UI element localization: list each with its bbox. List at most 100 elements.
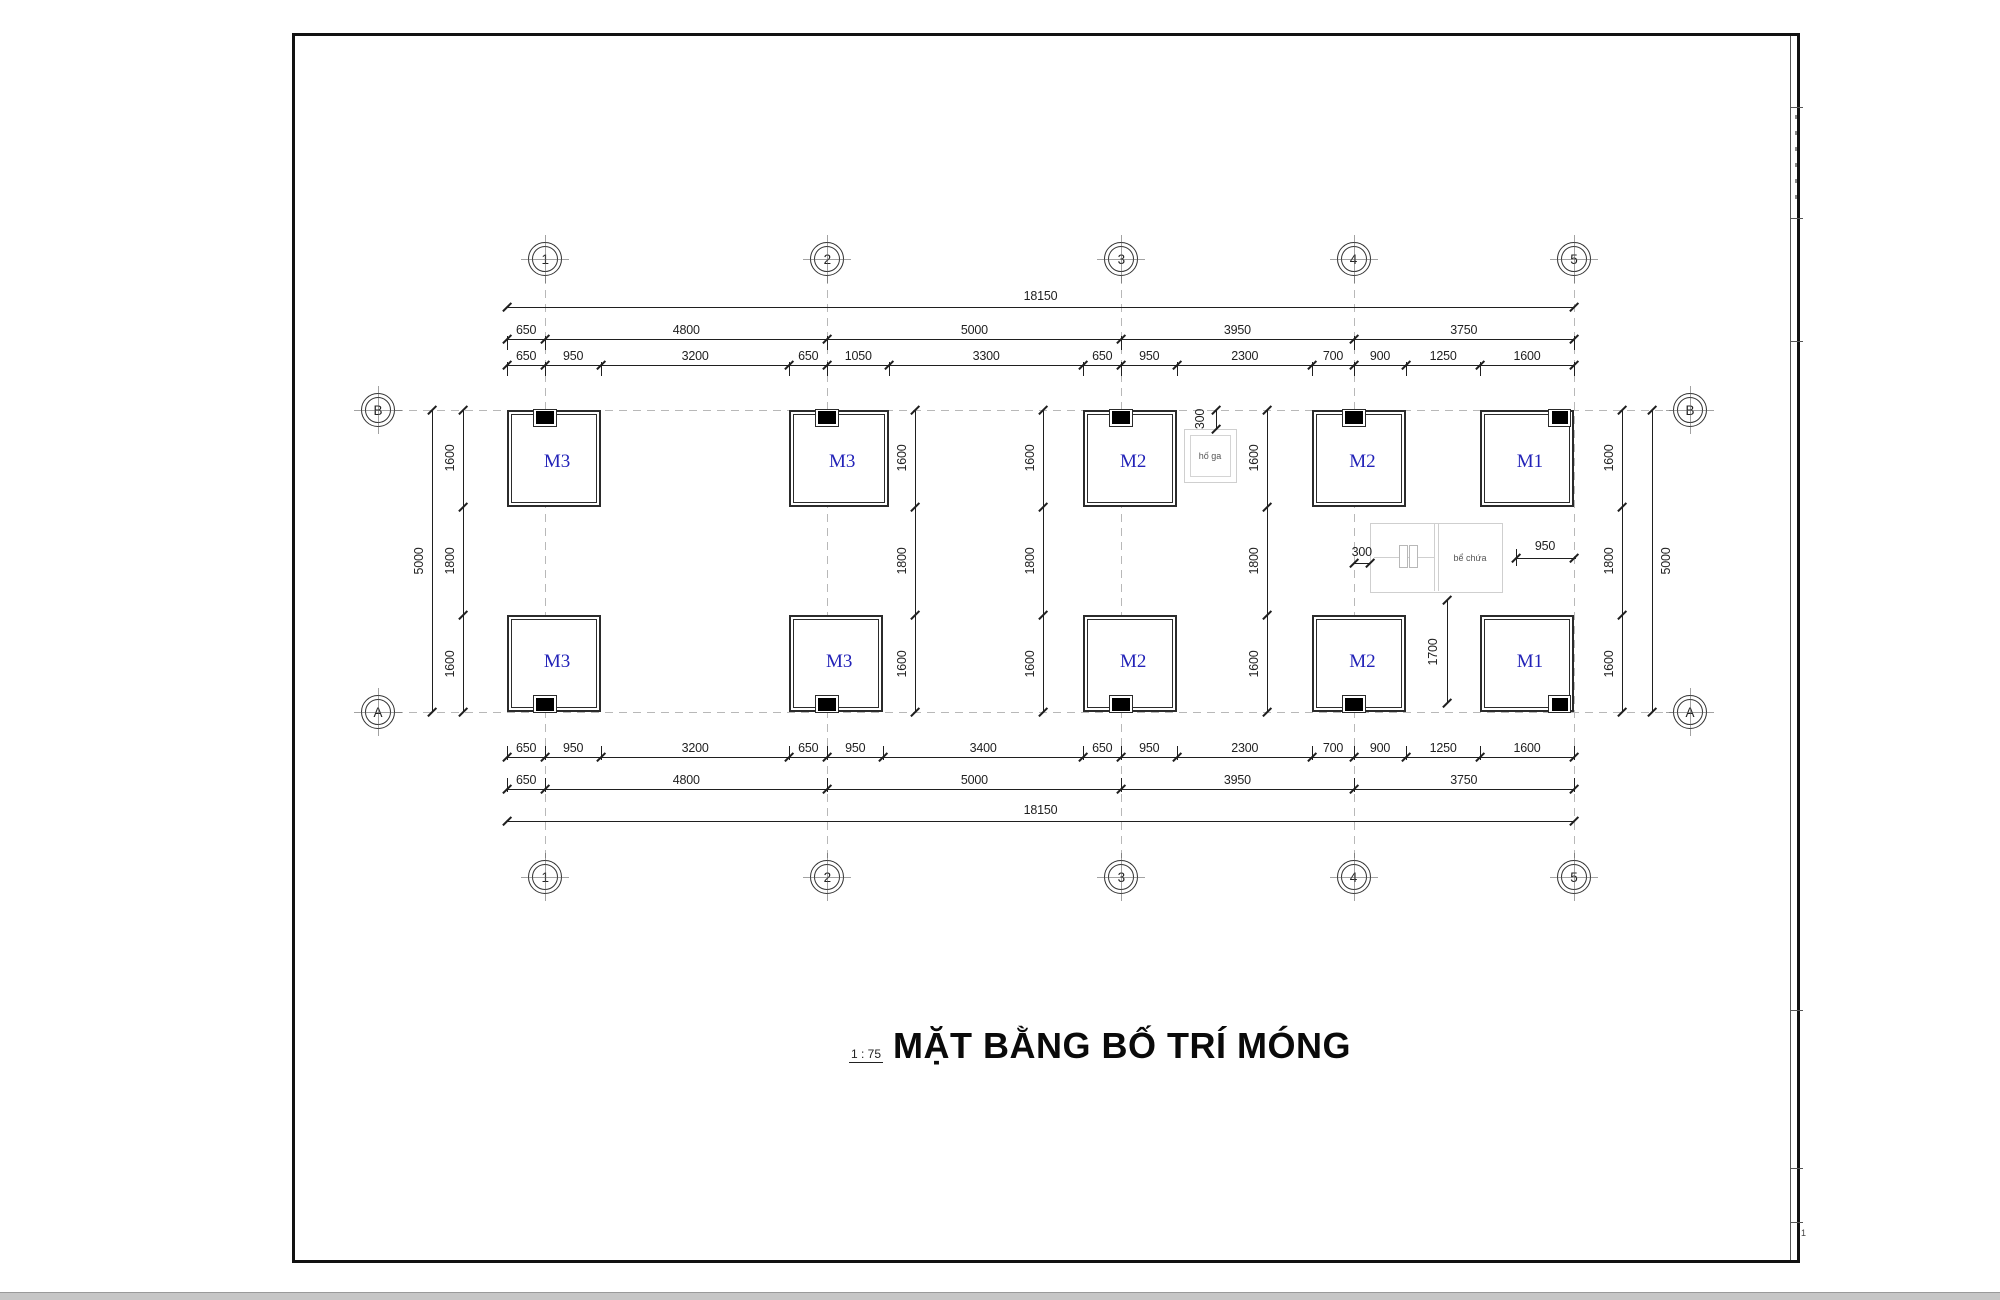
- footing-label: M2: [1119, 451, 1147, 472]
- edge-tick: [1790, 1168, 1803, 1169]
- dim-extension: [545, 778, 547, 792]
- dim-extension: [1479, 362, 1481, 376]
- dim-extension: [827, 362, 829, 376]
- dim-extension: [1353, 336, 1355, 350]
- grid-bubble-right-A-crosshair-v: [1690, 688, 1691, 736]
- grid-bubble-bottom-4-crosshair-v: [1353, 853, 1355, 901]
- column-stub: [1112, 411, 1131, 424]
- dim-line: [1216, 410, 1217, 429]
- dim-extension: [507, 336, 508, 350]
- dim-label: 3950: [1223, 322, 1251, 337]
- dim-label: 1050: [844, 348, 872, 363]
- dim-line: [463, 410, 464, 712]
- dim-label: 950: [1139, 740, 1160, 755]
- dim-extension: [827, 336, 829, 350]
- dim-extension: [545, 362, 547, 376]
- dim-line: [432, 410, 433, 712]
- dim-extension: [1083, 362, 1085, 376]
- dim-line: [1622, 410, 1623, 712]
- page-bottom-band: [0, 1292, 2000, 1300]
- dim-extension: [827, 746, 829, 760]
- dim-extension: [601, 362, 603, 376]
- tank-label: bể chứa: [1453, 553, 1487, 563]
- column-stub: [1112, 698, 1131, 711]
- dim-label: 1600: [894, 650, 909, 678]
- dim-label: 18150: [1023, 802, 1058, 817]
- dim-extension: [789, 362, 791, 376]
- dim-label: 18150: [1023, 288, 1058, 303]
- dim-label: 650: [515, 740, 537, 755]
- dim-extension: [507, 778, 508, 792]
- edge-tick: [1790, 107, 1803, 108]
- edge-tick: [1790, 1222, 1803, 1223]
- dim-label: 1600: [1022, 650, 1037, 678]
- grid-line-B: [395, 410, 1673, 411]
- dim-label: 1700: [1425, 638, 1440, 666]
- dim-label: 3200: [681, 348, 709, 363]
- edge-titleblock-mark: [1795, 115, 1797, 119]
- footing-label: M3: [826, 651, 853, 672]
- dim-extension: [1574, 746, 1575, 760]
- manhole-label: hố ga: [1198, 451, 1222, 461]
- dim-line: [507, 789, 1574, 790]
- dim-label: 5000: [411, 547, 426, 575]
- dim-label: 650: [515, 348, 537, 363]
- manhole-box-inner: [1190, 435, 1231, 477]
- footing-label: M1: [1516, 651, 1544, 672]
- dim-extension: [1353, 778, 1355, 792]
- grid-bubble-bottom-1-crosshair-v: [545, 853, 547, 901]
- dim-label: 1600: [1022, 444, 1037, 472]
- dim-extension: [1574, 362, 1575, 376]
- dim-label: 4800: [672, 772, 700, 787]
- dim-label: 650: [1092, 740, 1113, 755]
- column-stub: [818, 698, 837, 711]
- footing-label: M3: [828, 451, 856, 472]
- grid-line-1: [545, 276, 547, 860]
- dim-extension: [889, 362, 891, 376]
- dim-label: 3950: [1223, 772, 1251, 787]
- pipe-fitting: [1409, 545, 1418, 568]
- dim-label: 1800: [1601, 547, 1616, 575]
- dim-label: 950: [845, 740, 866, 755]
- grid-bubble-right-B-crosshair-v: [1690, 386, 1691, 434]
- dim-extension: [545, 336, 547, 350]
- edge-titleblock-mark: [1795, 163, 1797, 167]
- footing-label: M2: [1119, 651, 1147, 672]
- dim-label: 1800: [1022, 547, 1037, 575]
- dim-label: 1600: [1246, 650, 1261, 678]
- column-stub: [1552, 411, 1568, 424]
- dim-label: 300: [1351, 544, 1372, 559]
- dim-label: 1250: [1429, 740, 1457, 755]
- column-stub: [536, 698, 555, 711]
- dim-label: 4800: [672, 322, 700, 337]
- dim-label: 650: [798, 348, 819, 363]
- grid-line-A: [395, 712, 1673, 713]
- dim-extension: [827, 778, 829, 792]
- dim-label: 3200: [681, 740, 709, 755]
- column-stub: [1552, 698, 1568, 711]
- dim-extension: [1479, 746, 1481, 760]
- edge-mark: 1: [1801, 1228, 1807, 1238]
- dim-extension: [1406, 362, 1408, 376]
- dim-extension: [1406, 746, 1408, 760]
- dim-line: [1267, 410, 1268, 712]
- column-stub: [1344, 411, 1363, 424]
- grid-bubble-top-5-crosshair-v: [1574, 235, 1575, 283]
- edge-titleblock-mark: [1795, 195, 1797, 199]
- footing-label: M3: [543, 451, 571, 472]
- dim-label: 1250: [1429, 348, 1457, 363]
- dim-extension: [1574, 336, 1575, 350]
- dim-label: 2300: [1231, 348, 1259, 363]
- column-stub: [536, 411, 555, 424]
- edge-titleblock-mark: [1795, 131, 1797, 135]
- dim-extension: [1121, 336, 1123, 350]
- dim-line: [507, 365, 1574, 366]
- dim-extension: [1121, 746, 1123, 760]
- pipe-fitting: [1399, 545, 1408, 568]
- dim-label: 3750: [1450, 322, 1478, 337]
- dim-extension: [1083, 746, 1085, 760]
- tank-divider: [1438, 524, 1439, 591]
